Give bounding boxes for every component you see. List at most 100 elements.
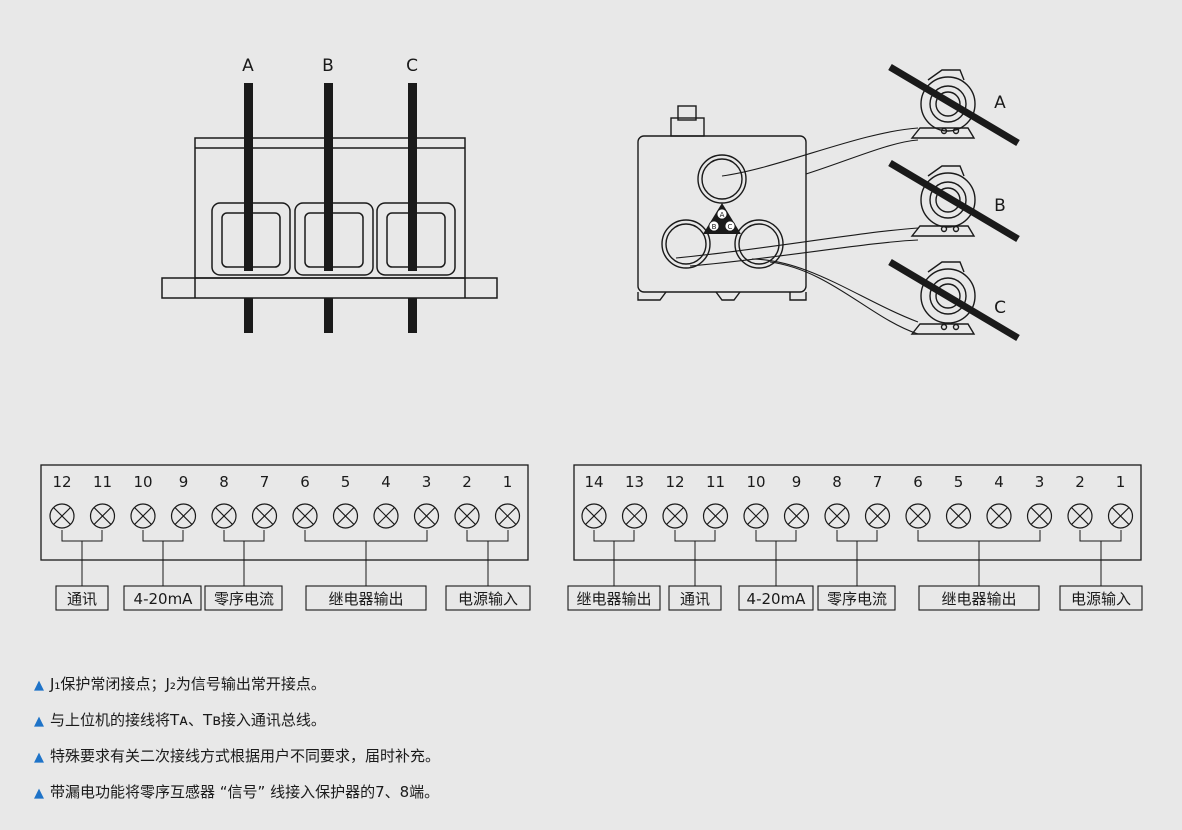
conductor-c [408, 83, 417, 271]
lead-relay-aux [593, 530, 635, 586]
hub-dot-b [708, 220, 720, 232]
triangle-bullet-icon: ▲ [34, 714, 44, 729]
phase-label-a: A [242, 56, 254, 76]
ct-b-top [927, 165, 965, 177]
lead-4-20ma [755, 530, 797, 586]
lead-zero-seq [223, 530, 265, 586]
wire-a-upper [721, 127, 919, 177]
port-label-hub: A B C [703, 203, 741, 234]
terminal-number: 1 [503, 473, 513, 491]
lead-relay [917, 530, 1041, 586]
lead-power [466, 530, 509, 586]
terminal-number: 10 [746, 473, 765, 491]
ct-b-screw [940, 225, 948, 233]
note-text: 与上位机的接线将Tᴀ、Tʙ接入通讯总线。 [50, 711, 326, 729]
conductor-right-b [888, 159, 1020, 243]
terminal-screw-icon [49, 503, 75, 529]
input-port-b-inner [665, 223, 707, 265]
group-label-relay: 继电器输出 [328, 590, 403, 608]
group-box [918, 585, 1040, 611]
terminal-number: 8 [219, 473, 229, 491]
group-box [668, 585, 722, 611]
ct-a-screw [940, 127, 948, 135]
terminal-screw-icon [702, 503, 729, 529]
group-box [817, 585, 896, 611]
terminal-number: 4 [994, 473, 1004, 491]
terminal-number: 8 [832, 473, 842, 491]
lead-4-20ma [142, 530, 184, 586]
window-b-outer [294, 202, 374, 276]
terminal-screw-icon [454, 503, 480, 529]
group-box [738, 585, 814, 611]
lead-zero-seq [836, 530, 878, 586]
terminal-number: 10 [133, 473, 152, 491]
lead-comm [674, 530, 716, 586]
group-label-comm: 通讯 [680, 590, 710, 608]
triangle-bullet-icon: ▲ [34, 786, 44, 801]
terminal-number: 2 [1075, 473, 1085, 491]
terminal-screw-icon [251, 503, 278, 529]
ct-b-hole [935, 187, 961, 213]
mounting-base [161, 277, 498, 299]
conductor-right-a [888, 63, 1020, 147]
ct-c-screw [952, 323, 960, 331]
terminal-screw-icon [332, 503, 359, 529]
note-item: ▲J₁保护常闭接点；J₂为信号输出常开接点。 [34, 672, 440, 708]
input-port-c [734, 219, 784, 269]
ct-c-terminal-base [910, 323, 976, 335]
note-text: 带漏电功能将零序互感器 “信号” 线接入保护器的7、8端。 [50, 783, 440, 801]
ct-c-hole [935, 283, 961, 309]
group-label-power: 电源输入 [458, 590, 518, 608]
terminal-number: 9 [179, 473, 189, 491]
ct-a-top [927, 69, 965, 81]
conductor-b [324, 83, 333, 271]
ct-c-top [927, 261, 965, 273]
terminal-screw-icon [621, 503, 648, 529]
ct-c-ring [929, 277, 967, 315]
protector-knob [677, 105, 697, 121]
terminal-number: 2 [462, 473, 472, 491]
wire-c-lower [769, 261, 919, 335]
terminal-screw-icon [130, 503, 156, 529]
hub-label-b: B [712, 223, 717, 231]
phase-label-b: B [322, 56, 334, 76]
ct-label-a: A [994, 93, 1006, 113]
protector-unit [637, 105, 807, 301]
terminal-number: 7 [260, 473, 270, 491]
terminal-number: 6 [913, 473, 923, 491]
hub-dot-c [724, 220, 736, 232]
terminal-screw-icon [494, 503, 521, 529]
terminal-screw-icon [905, 503, 931, 529]
terminal-block-frame [40, 464, 529, 561]
terminal-number: 3 [422, 473, 432, 491]
terminal-screw-icon [413, 503, 440, 529]
input-port-b [661, 219, 711, 269]
terminal-screw-icon [986, 503, 1012, 529]
protector-rail-clip [637, 291, 807, 301]
group-box [305, 585, 427, 611]
input-port-c-inner [738, 223, 780, 265]
group-box [55, 585, 109, 611]
terminal-screw-icon [170, 503, 197, 529]
ct-a-ring [929, 85, 967, 123]
ct-a-hole [935, 91, 961, 117]
terminal-screw-icon [824, 503, 850, 529]
terminal-screw-icon [373, 503, 399, 529]
group-box [567, 585, 661, 611]
hub-label-a: A [720, 211, 725, 219]
phase-conductors-right [888, 63, 1020, 342]
ct-b-screw [952, 225, 960, 233]
conductor-a-lower [244, 298, 253, 333]
note-text: 特殊要求有关二次接线方式根据用户不同要求，届时补充。 [50, 747, 441, 765]
group-label-4-20ma: 4-20mA [134, 590, 194, 608]
terminal-number: 9 [792, 473, 802, 491]
terminal-screw-icon [89, 503, 116, 529]
note-item: ▲ 带漏电功能将零序互感器 “信号” 线接入保护器的7、8端。 [34, 780, 440, 816]
group-box [1059, 585, 1143, 611]
wire-a-lower [805, 139, 919, 175]
terminal-number: 14 [584, 473, 603, 491]
terminal-number: 11 [706, 473, 725, 491]
group-label-comm: 通讯 [67, 590, 97, 608]
terminal-number: 1 [1116, 473, 1126, 491]
